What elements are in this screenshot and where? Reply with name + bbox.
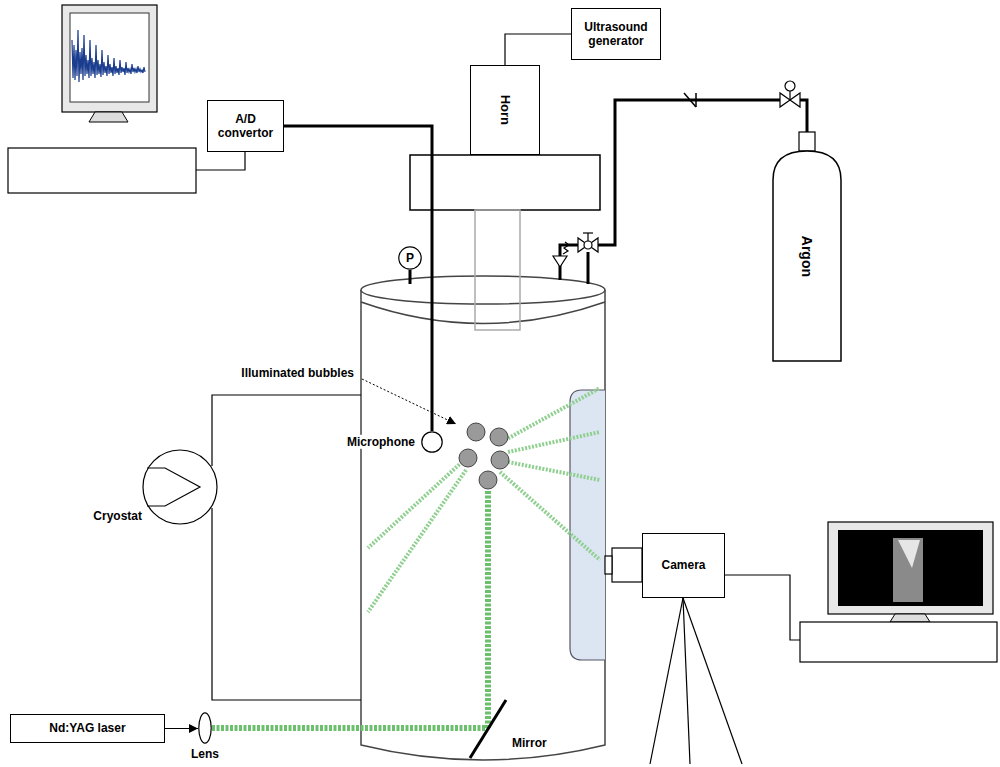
- connector: [505, 34, 571, 65]
- laser-beam: [212, 490, 488, 728]
- lens-symbol: Lens: [198, 712, 212, 744]
- lens-symbol-outline: [198, 712, 212, 744]
- check-valve: [684, 93, 696, 107]
- microphone-symbol: Microphone: [421, 431, 443, 453]
- camera-lens: [605, 548, 642, 582]
- connector: [165, 728, 198, 729]
- vessel: [361, 276, 605, 760]
- cryostat-symbol: Cryostat: [142, 449, 218, 525]
- coolant-line: [212, 395, 361, 466]
- node-label: Microphone: [345, 435, 417, 449]
- label-holder: Mirror: [512, 736, 547, 750]
- node-label: A/D convertor: [212, 112, 279, 141]
- label-holder: Microphone: [345, 435, 417, 449]
- gas-cylinder: Argon: [772, 150, 842, 362]
- horn-box: Horn: [470, 65, 540, 155]
- connector: [284, 126, 432, 431]
- horn-probe: [475, 210, 520, 330]
- node-label: Horn: [497, 95, 513, 125]
- callout-label: Illuminated bubbles: [239, 366, 356, 380]
- data-cable: [196, 152, 245, 170]
- leader-line: [362, 379, 456, 424]
- viewing-window: [570, 390, 605, 660]
- node-label: Nd:YAG laser: [49, 721, 125, 735]
- computer-icon: [8, 5, 196, 193]
- three-way-valve: [578, 233, 598, 252]
- video-cable: [725, 575, 800, 640]
- gauge-pipe: [409, 270, 412, 284]
- node-label: Lens: [191, 747, 219, 761]
- node-label: Cryostat: [93, 509, 142, 523]
- scattered-light: [368, 388, 600, 612]
- node-label: Ultrasound generator: [576, 20, 656, 49]
- label-holder: Illuminated bubbles: [239, 366, 356, 380]
- bubbles: [459, 423, 509, 489]
- tripod: [650, 598, 742, 764]
- node-label: Argon: [799, 235, 816, 276]
- laser-box: Nd:YAG laser: [10, 714, 165, 743]
- microphone-symbol-outline: [421, 431, 443, 453]
- cryostat-symbol-outline: [142, 449, 218, 525]
- gas-line: [560, 100, 807, 284]
- computer-icon: [800, 522, 997, 662]
- label-holder: Cryostat: [93, 509, 142, 523]
- coolant-line: [212, 508, 361, 700]
- label-holder: Lens: [191, 747, 219, 761]
- horn-flange: [410, 155, 600, 210]
- mirror: [470, 700, 506, 758]
- pressure-regulator: [780, 81, 815, 151]
- pressure-gauge: P: [398, 246, 422, 270]
- node-label: Camera: [661, 558, 705, 572]
- generator-box: Ultrasound generator: [571, 8, 661, 60]
- converter-box: A/D convertor: [207, 100, 284, 152]
- node-label: P: [406, 251, 414, 265]
- camera-box: Camera: [642, 533, 725, 598]
- part-label: Mirror: [512, 736, 547, 750]
- relief-valve: [553, 242, 569, 267]
